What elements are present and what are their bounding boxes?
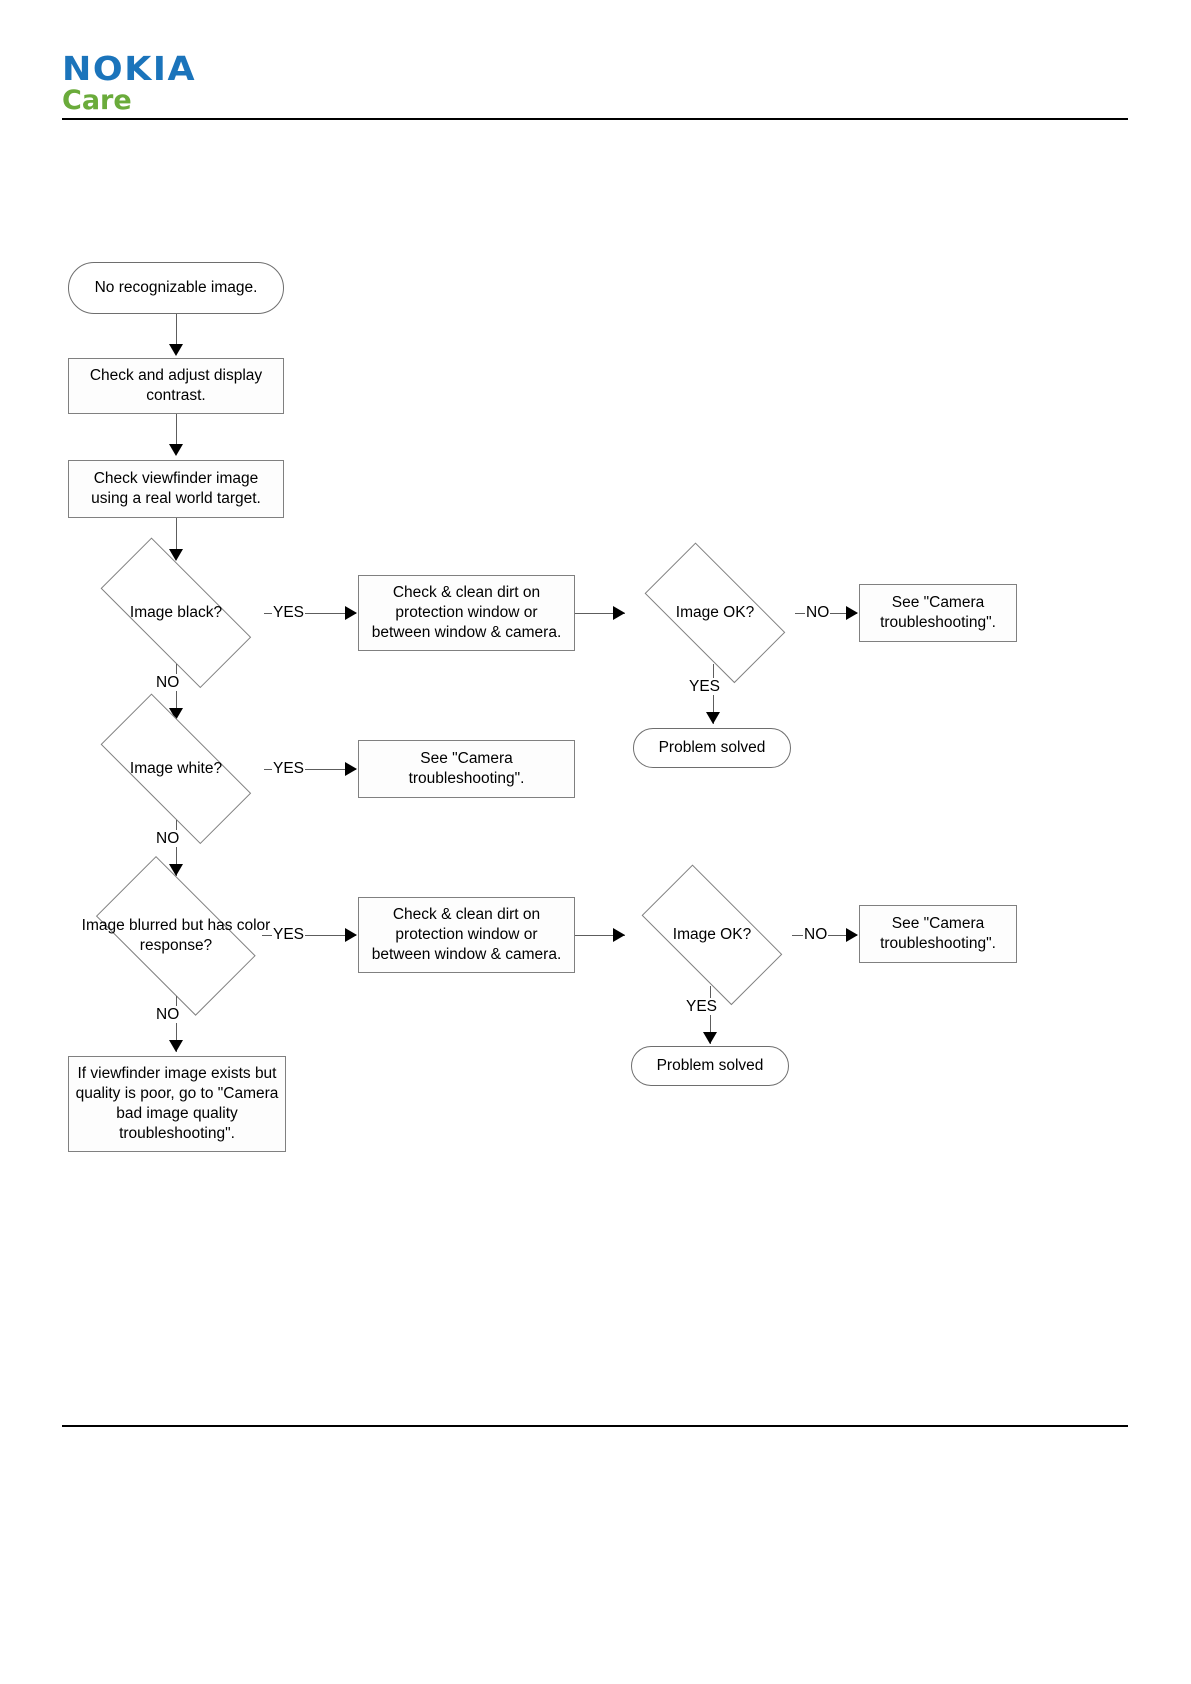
node-image-ok-1-label: Image OK?: [675, 604, 755, 621]
edge-label-black-yes: YES: [272, 604, 306, 621]
node-image-blurred: Image blurred but has color response?: [76, 856, 276, 1016]
node-image-black: Image black?: [76, 537, 276, 689]
node-see-camera-troubleshooting-2: See "Camera troubleshooting".: [358, 740, 575, 798]
nokia-care-logo: NOKIA Care: [62, 52, 322, 116]
node-see-camera-troubleshooting-1-label: See "Camera troubleshooting".: [880, 594, 996, 631]
node-image-blurred-label: Image blurred but has color response?: [81, 917, 271, 954]
edge-label-ok1-no: NO: [805, 604, 831, 621]
node-see-camera-troubleshooting-3: See "Camera troubleshooting".: [859, 905, 1017, 963]
connector-contrast-to-viewfinder: [176, 414, 177, 446]
arrow-ok1-yes: [706, 712, 720, 724]
edge-label-white-yes: YES: [272, 760, 306, 777]
brand-care-text: Care: [62, 85, 132, 116]
node-image-ok-1: Image OK?: [625, 542, 805, 684]
node-check-contrast: Check and adjust display contrast.: [68, 358, 284, 414]
node-image-ok-2-label: Image OK?: [672, 926, 752, 943]
node-clean-dirt-2: Check & clean dirt on protection window …: [358, 897, 575, 973]
edge-label-blurred-yes: YES: [272, 926, 306, 943]
arrow-blurred-no: [169, 1040, 183, 1052]
node-start: No recognizable image.: [68, 262, 284, 314]
node-problem-solved-2: Problem solved: [631, 1046, 789, 1086]
arrow-contrast-to-viewfinder: [169, 444, 183, 456]
node-problem-solved-1: Problem solved: [633, 728, 791, 768]
arrow-start-to-contrast: [169, 344, 183, 356]
connector-white-yes: [264, 769, 356, 770]
node-bad-image-quality-label: If viewfinder image exists but quality i…: [75, 1065, 279, 1142]
connector-clean1-to-ok1: [575, 613, 625, 614]
connector-white-no: [176, 820, 177, 876]
connector-viewfinder-to-black: [176, 518, 177, 558]
arrow-white-yes: [345, 762, 357, 776]
connector-clean2-to-ok2: [575, 935, 625, 936]
brand-nokia-text: NOKIA: [62, 49, 197, 88]
connector-ok2-yes: [710, 986, 711, 1044]
node-bad-image-quality: If viewfinder image exists but quality i…: [68, 1056, 286, 1152]
node-check-viewfinder: Check viewfinder image using a real worl…: [68, 460, 284, 518]
node-start-label: No recognizable image.: [94, 279, 258, 296]
node-problem-solved-2-label: Problem solved: [656, 1057, 764, 1074]
edge-label-ok1-yes: YES: [688, 678, 722, 695]
node-see-camera-troubleshooting-1: See "Camera troubleshooting".: [859, 584, 1017, 642]
header-divider: [62, 118, 1128, 120]
node-see-camera-troubleshooting-2-label: See "Camera troubleshooting".: [408, 750, 525, 787]
edge-label-ok2-yes: YES: [685, 998, 719, 1015]
node-image-white: Image white?: [76, 693, 276, 845]
edge-label-ok2-no: NO: [803, 926, 829, 943]
arrow-ok1-no: [846, 606, 858, 620]
arrow-ok2-yes: [703, 1032, 717, 1044]
arrow-clean1-to-ok1: [613, 606, 625, 620]
edge-label-blurred-no: NO: [155, 1006, 181, 1023]
edge-label-white-no: NO: [155, 830, 181, 847]
footer-divider: [62, 1425, 1128, 1427]
connector-blurred-yes: [262, 935, 356, 936]
arrow-ok2-no: [846, 928, 858, 942]
connector-blurred-no: [176, 996, 177, 1052]
connector-black-no: [176, 664, 177, 720]
node-image-white-label: Image white?: [129, 760, 223, 777]
node-clean-dirt-1: Check & clean dirt on protection window …: [358, 575, 575, 651]
connector-black-yes: [264, 613, 356, 614]
node-clean-dirt-2-label: Check & clean dirt on protection window …: [371, 906, 562, 963]
arrow-blurred-yes: [345, 928, 357, 942]
node-clean-dirt-1-label: Check & clean dirt on protection window …: [371, 584, 562, 641]
node-check-viewfinder-label: Check viewfinder image using a real worl…: [91, 470, 261, 507]
node-image-black-label: Image black?: [129, 604, 223, 621]
arrow-clean2-to-ok2: [613, 928, 625, 942]
arrow-black-yes: [345, 606, 357, 620]
node-see-camera-troubleshooting-3-label: See "Camera troubleshooting".: [880, 915, 996, 952]
connector-start-to-contrast: [176, 314, 177, 346]
node-problem-solved-1-label: Problem solved: [658, 739, 766, 756]
edge-label-black-no: NO: [155, 674, 181, 691]
node-check-contrast-label: Check and adjust display contrast.: [89, 367, 263, 404]
node-image-ok-2: Image OK?: [622, 864, 802, 1006]
